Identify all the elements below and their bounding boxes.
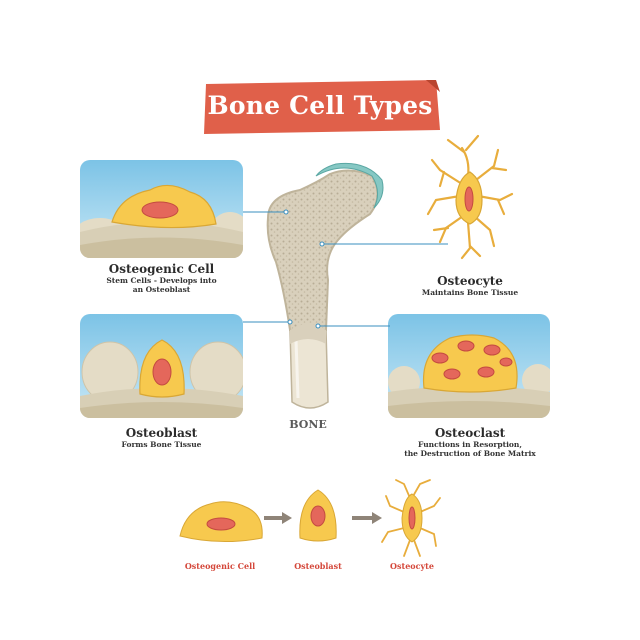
sequence-label-osteocyte: Osteocyte xyxy=(390,561,434,571)
sequence-arrow-1 xyxy=(264,512,292,524)
sequence-osteocyte xyxy=(381,479,441,557)
sequence-label-osteoblast: Osteoblast xyxy=(294,561,342,571)
osteoclast-name: Osteoclast xyxy=(434,426,506,440)
osteoblast-name: Osteoblast xyxy=(125,426,198,440)
osteoclast-label: Osteoclast Functions in Resorption, the … xyxy=(380,426,560,458)
osteoclast-panel xyxy=(388,314,550,418)
osteogenic-panel xyxy=(80,160,243,258)
page-title: Bone Cell Types xyxy=(207,91,433,120)
sequence-osteogenic-cell xyxy=(179,501,263,543)
sequence-arrow-2 xyxy=(352,512,382,524)
osteogenic-label: Osteogenic Cell Stem Cells - Develops in… xyxy=(80,262,243,294)
osteocyte-illustration xyxy=(426,134,514,260)
osteocyte-name: Osteocyte xyxy=(437,274,503,288)
osteogenic-desc-2: an Osteoblast xyxy=(132,285,191,294)
osteocyte-label: Osteocyte Maintains Bone Tissue xyxy=(390,274,550,297)
title-banner xyxy=(204,80,440,134)
osteoblast-desc: Forms Bone Tissue xyxy=(121,440,202,449)
osteoclast-desc-2: the Destruction of Bone Matrix xyxy=(404,449,536,458)
osteocyte-desc: Maintains Bone Tissue xyxy=(421,288,519,297)
connector-lines xyxy=(243,209,448,329)
sequence-osteoblast xyxy=(299,489,337,542)
bone-illustration xyxy=(266,162,384,409)
osteogenic-name: Osteogenic Cell xyxy=(108,262,215,276)
bone-label: BONE xyxy=(289,418,327,431)
osteoclast-desc-1: Functions in Resorption, xyxy=(418,440,522,449)
sequence-label-osteogenic: Osteogenic Cell xyxy=(184,561,256,571)
sequence-osteocyte-body xyxy=(401,493,423,543)
osteoblast-panel xyxy=(80,314,243,418)
osteogenic-desc-1: Stem Cells - Develops into xyxy=(106,276,217,285)
osteoblast-label: Osteoblast Forms Bone Tissue xyxy=(80,426,243,449)
osteocyte-body xyxy=(455,171,483,225)
